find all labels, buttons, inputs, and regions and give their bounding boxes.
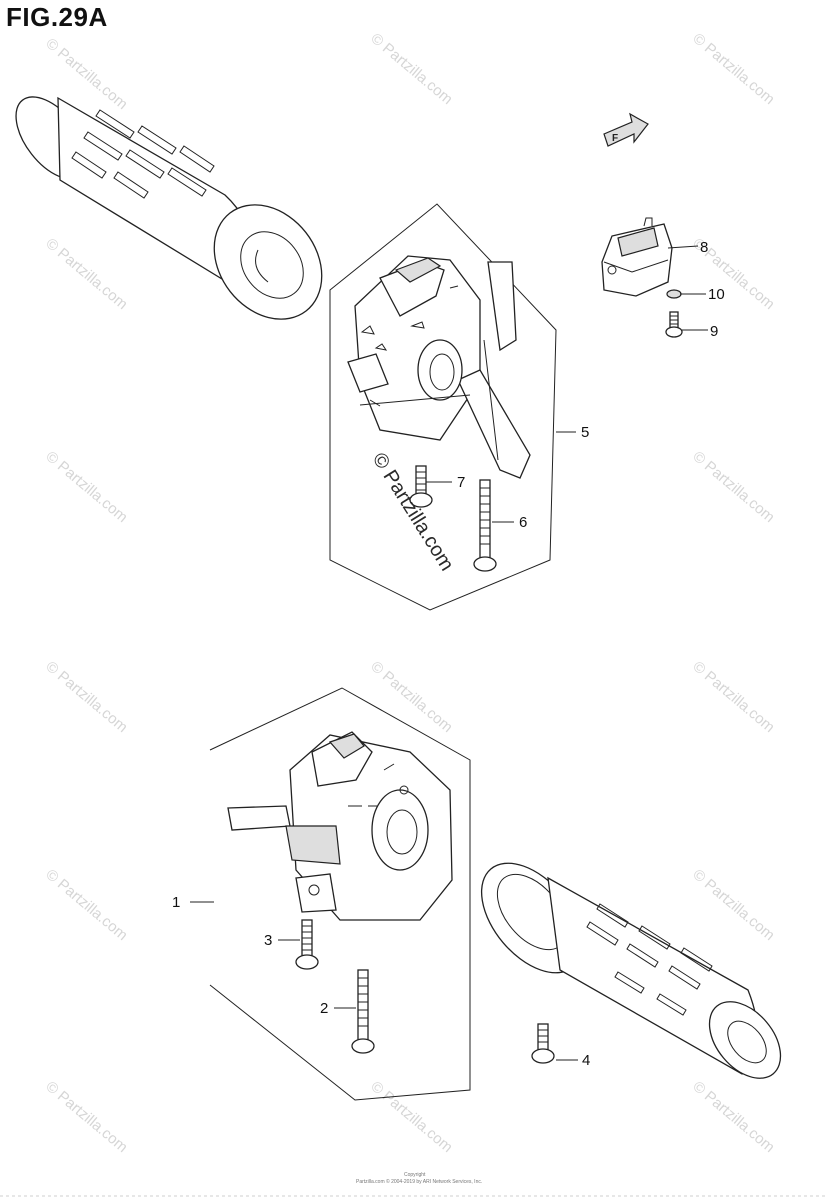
center-watermark: © Partzilla.com bbox=[368, 449, 458, 575]
watermark: © Partzilla.com bbox=[689, 30, 777, 108]
grip-ribs bbox=[71, 109, 215, 199]
callout-4: 4 bbox=[582, 1052, 590, 1069]
callout-1: 1 bbox=[172, 894, 180, 911]
watermark: © Partzilla.com bbox=[42, 658, 130, 736]
part-10-washer bbox=[666, 289, 682, 299]
part-4-screw bbox=[531, 1023, 555, 1064]
callout-7: 7 bbox=[457, 474, 465, 491]
callout-2: 2 bbox=[320, 1000, 328, 1017]
part-3-screw bbox=[295, 919, 319, 970]
callout-10: 10 bbox=[708, 286, 725, 303]
left-handlebar-grip bbox=[15, 96, 323, 320]
callout-5: 5 bbox=[581, 424, 589, 441]
callout-3: 3 bbox=[264, 932, 272, 949]
copyright-line-2: Partzilla.com © 2004-2019 by ARI Network… bbox=[356, 1178, 482, 1185]
part-9-screw bbox=[665, 311, 683, 338]
direction-arrow-label: F bbox=[612, 133, 618, 144]
watermark: © Partzilla.com bbox=[689, 866, 777, 944]
watermark: © Partzilla.com bbox=[367, 30, 455, 108]
callout-8: 8 bbox=[700, 239, 708, 256]
watermark: © Partzilla.com bbox=[367, 1078, 455, 1156]
callout-9: 9 bbox=[710, 323, 718, 340]
part-5-assembly-outline bbox=[329, 203, 557, 611]
callout-6: 6 bbox=[519, 514, 527, 531]
part-6-screw bbox=[473, 479, 497, 572]
figure-title: FIG.29A bbox=[6, 2, 108, 32]
front-direction-arrow-icon: F bbox=[603, 112, 649, 147]
watermark: © Partzilla.com bbox=[42, 35, 130, 113]
watermark: © Partzilla.com bbox=[689, 658, 777, 736]
watermark: © Partzilla.com bbox=[42, 1078, 130, 1156]
watermark: © Partzilla.com bbox=[42, 448, 130, 526]
throttle-grip-ribs bbox=[586, 903, 713, 1016]
part-2-screw bbox=[351, 969, 375, 1054]
right-throttle-grip bbox=[480, 862, 782, 1079]
watermark: © Partzilla.com bbox=[689, 448, 777, 526]
part-5-right-switch-box bbox=[347, 255, 531, 479]
copyright-line-1: Copyright bbox=[404, 1172, 426, 1178]
watermark: © Partzilla.com bbox=[367, 658, 455, 736]
watermark: © Partzilla.com bbox=[689, 1078, 777, 1156]
part-8-switch bbox=[601, 217, 673, 297]
part-1-left-switch-box bbox=[227, 731, 453, 921]
part-7-screw bbox=[409, 465, 433, 508]
watermark: © Partzilla.com bbox=[42, 235, 130, 313]
watermark: © Partzilla.com bbox=[42, 866, 130, 944]
part-1-assembly-outline bbox=[209, 687, 471, 1101]
